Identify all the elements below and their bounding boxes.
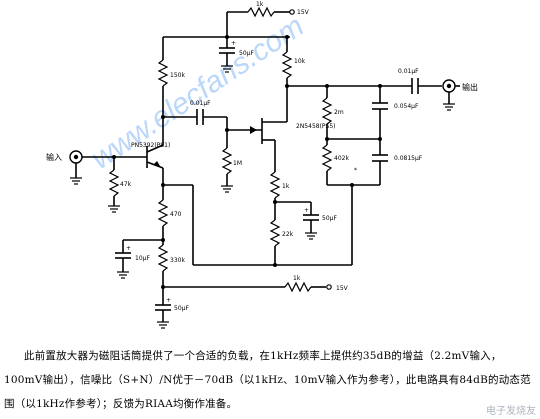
stray-dot: * xyxy=(354,167,357,174)
c-50-src-label: 50μF xyxy=(322,215,337,222)
capacitor-decouple-top: + xyxy=(219,37,236,73)
r-10k-label: 10k xyxy=(294,58,306,65)
riaa-network xyxy=(321,84,388,265)
r-2m-label: 2m xyxy=(334,109,344,116)
q2-label: 2N5458(PS5) xyxy=(296,123,336,130)
svg-text:+: + xyxy=(231,40,236,47)
input-label: 输入 xyxy=(46,152,62,162)
r-402k-label: 402k xyxy=(334,155,349,162)
output-wiring xyxy=(285,78,460,111)
svg-text:+: + xyxy=(166,297,171,304)
supply-top-label: 15V xyxy=(297,9,310,16)
r-1M-label: 1M xyxy=(233,160,242,167)
emitter-bias-chain: + + xyxy=(115,183,332,329)
c-coupling-label: 0.01μF xyxy=(190,100,211,107)
r-1k-bot-label: 1k xyxy=(293,275,301,282)
bjt-pn5392 xyxy=(146,144,164,200)
q1-label: PN5392(PS1) xyxy=(131,142,170,149)
logo-watermark: 电子发烧友 xyxy=(486,406,536,417)
c-00815-label: 0.0815μF xyxy=(394,155,423,162)
c-10-label: 10μF xyxy=(135,255,150,262)
svg-text:+: + xyxy=(304,207,309,214)
jfet-2n5458 xyxy=(250,118,288,172)
c-decouple-label: 50μF xyxy=(239,50,254,57)
watermark-text: www.elecfans.com xyxy=(85,10,309,176)
output-label: 输出 xyxy=(462,82,478,92)
r-47k-label: 47k xyxy=(120,181,132,188)
r-top-label: 1k xyxy=(256,1,264,8)
caption-text: 此前置放大器为磁阻话筒提供了一个合适的负载，在1kHz频率上提供约35dB的增益… xyxy=(4,350,531,410)
r-330k-label: 330k xyxy=(170,257,185,264)
resistor-1M xyxy=(221,135,233,193)
resistor-47k xyxy=(108,157,120,213)
c-50-bot-label: 50μF xyxy=(174,305,189,312)
r-22k-label: 22k xyxy=(282,231,294,238)
supply-bot-label: 15V xyxy=(336,285,349,292)
r-150k-label: 150k xyxy=(170,72,185,79)
r-470-label: 470 xyxy=(170,211,182,218)
circuit-schematic: www.elecfans.com 1k 15V + 50μF 150k xyxy=(46,1,478,329)
input-wiring xyxy=(69,150,147,185)
svg-text:+: + xyxy=(126,245,131,252)
source-network: + xyxy=(193,171,352,267)
r-1k-src-label: 1k xyxy=(282,183,290,190)
c-001-out-label: 0.01μF xyxy=(398,68,419,75)
c-0054-label: 0.054μF xyxy=(394,103,419,110)
